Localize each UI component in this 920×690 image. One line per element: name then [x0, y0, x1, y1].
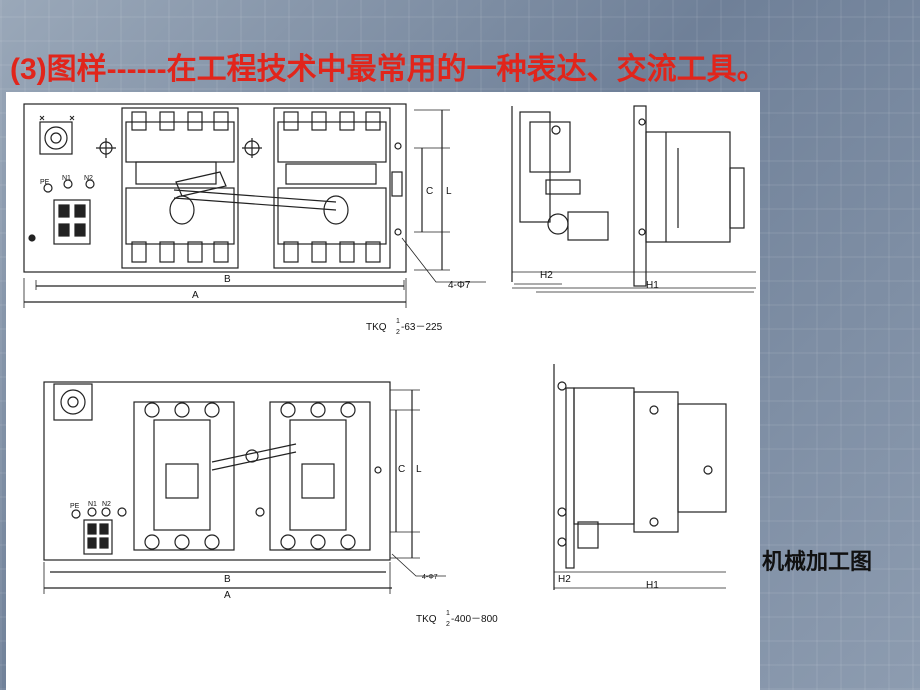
bottom-terminal-block	[83, 519, 113, 555]
bottom-side-view	[553, 364, 727, 590]
top-dim-a-label: A	[192, 290, 199, 301]
top-dim-c-label: C	[426, 186, 433, 197]
top-dim-l-label: L	[446, 186, 452, 197]
top-connector	[39, 121, 73, 155]
top-side-motor	[645, 131, 731, 243]
bottom-model-sup: 1	[446, 610, 450, 617]
top-model-sup: 1	[396, 318, 400, 325]
title-prefix: (3)图样------	[10, 53, 167, 86]
bottom-dim-h2-label: H2	[558, 574, 571, 585]
bottom-terminal-pe: PE	[70, 503, 80, 510]
top-side-view	[511, 105, 756, 293]
bottom-panel-outline	[43, 381, 391, 561]
top-interlock-bar	[173, 189, 337, 211]
drawing-svg: B A C L 4-Φ7 PE N1 N2 TKQ 1 2 -63－225	[23, 103, 756, 628]
top-terminal-n1: N1	[62, 175, 71, 182]
top-dim-b-label: B	[224, 274, 231, 285]
top-breaker-1	[121, 107, 239, 269]
bottom-interlock-bar	[211, 443, 297, 471]
bottom-dim-a-label: A	[224, 590, 231, 601]
top-terminal-block	[53, 199, 91, 245]
top-dim-h1-label: H1	[646, 280, 659, 291]
bottom-terminal-n2: N2	[102, 501, 111, 508]
top-model-suffix: -63－225	[401, 322, 443, 333]
bottom-front-view	[43, 381, 446, 594]
bottom-dim-l-label: L	[416, 464, 422, 475]
title-text: 在工程技术中最常用的一种表达、交流工具。	[166, 53, 767, 86]
bottom-connector	[53, 383, 93, 421]
bottom-dim-h1-label: H1	[646, 580, 659, 591]
bottom-hole-label: 4-Φ7	[422, 574, 438, 581]
top-model-base: TKQ	[366, 322, 387, 333]
bottom-breaker-2	[269, 401, 371, 551]
top-dim-h2-label: H2	[540, 270, 553, 281]
bottom-breaker-1	[133, 401, 235, 551]
technical-drawing: B A C L 4-Φ7 PE N1 N2 TKQ 1 2 -63－225	[6, 92, 760, 690]
top-front-view	[23, 103, 486, 308]
top-hole-label: 4-Φ7	[448, 280, 471, 291]
top-panel-outline	[23, 103, 407, 273]
bottom-side-motor	[677, 403, 727, 513]
bottom-dim-b-label: B	[224, 574, 231, 585]
top-model-caption: TKQ 1 2 -63－225	[366, 318, 443, 336]
top-terminal-pe: PE	[40, 179, 50, 186]
top-model-sub: 2	[396, 329, 400, 336]
bottom-terminal-n1: N1	[88, 501, 97, 508]
top-terminal-n2: N2	[84, 175, 93, 182]
top-breaker-2	[273, 107, 391, 269]
bottom-model-caption: TKQ 1 2 -400－800	[416, 610, 498, 628]
side-label: 机械加工图	[762, 549, 873, 574]
bottom-model-sub: 2	[446, 621, 450, 628]
slide-title: (3)图样------在工程技术中最常用的一种表达、交流工具。	[10, 44, 767, 88]
bottom-dim-c-label: C	[398, 464, 405, 475]
bottom-model-base: TKQ	[416, 614, 437, 625]
bottom-model-suffix: -400－800	[451, 614, 498, 625]
